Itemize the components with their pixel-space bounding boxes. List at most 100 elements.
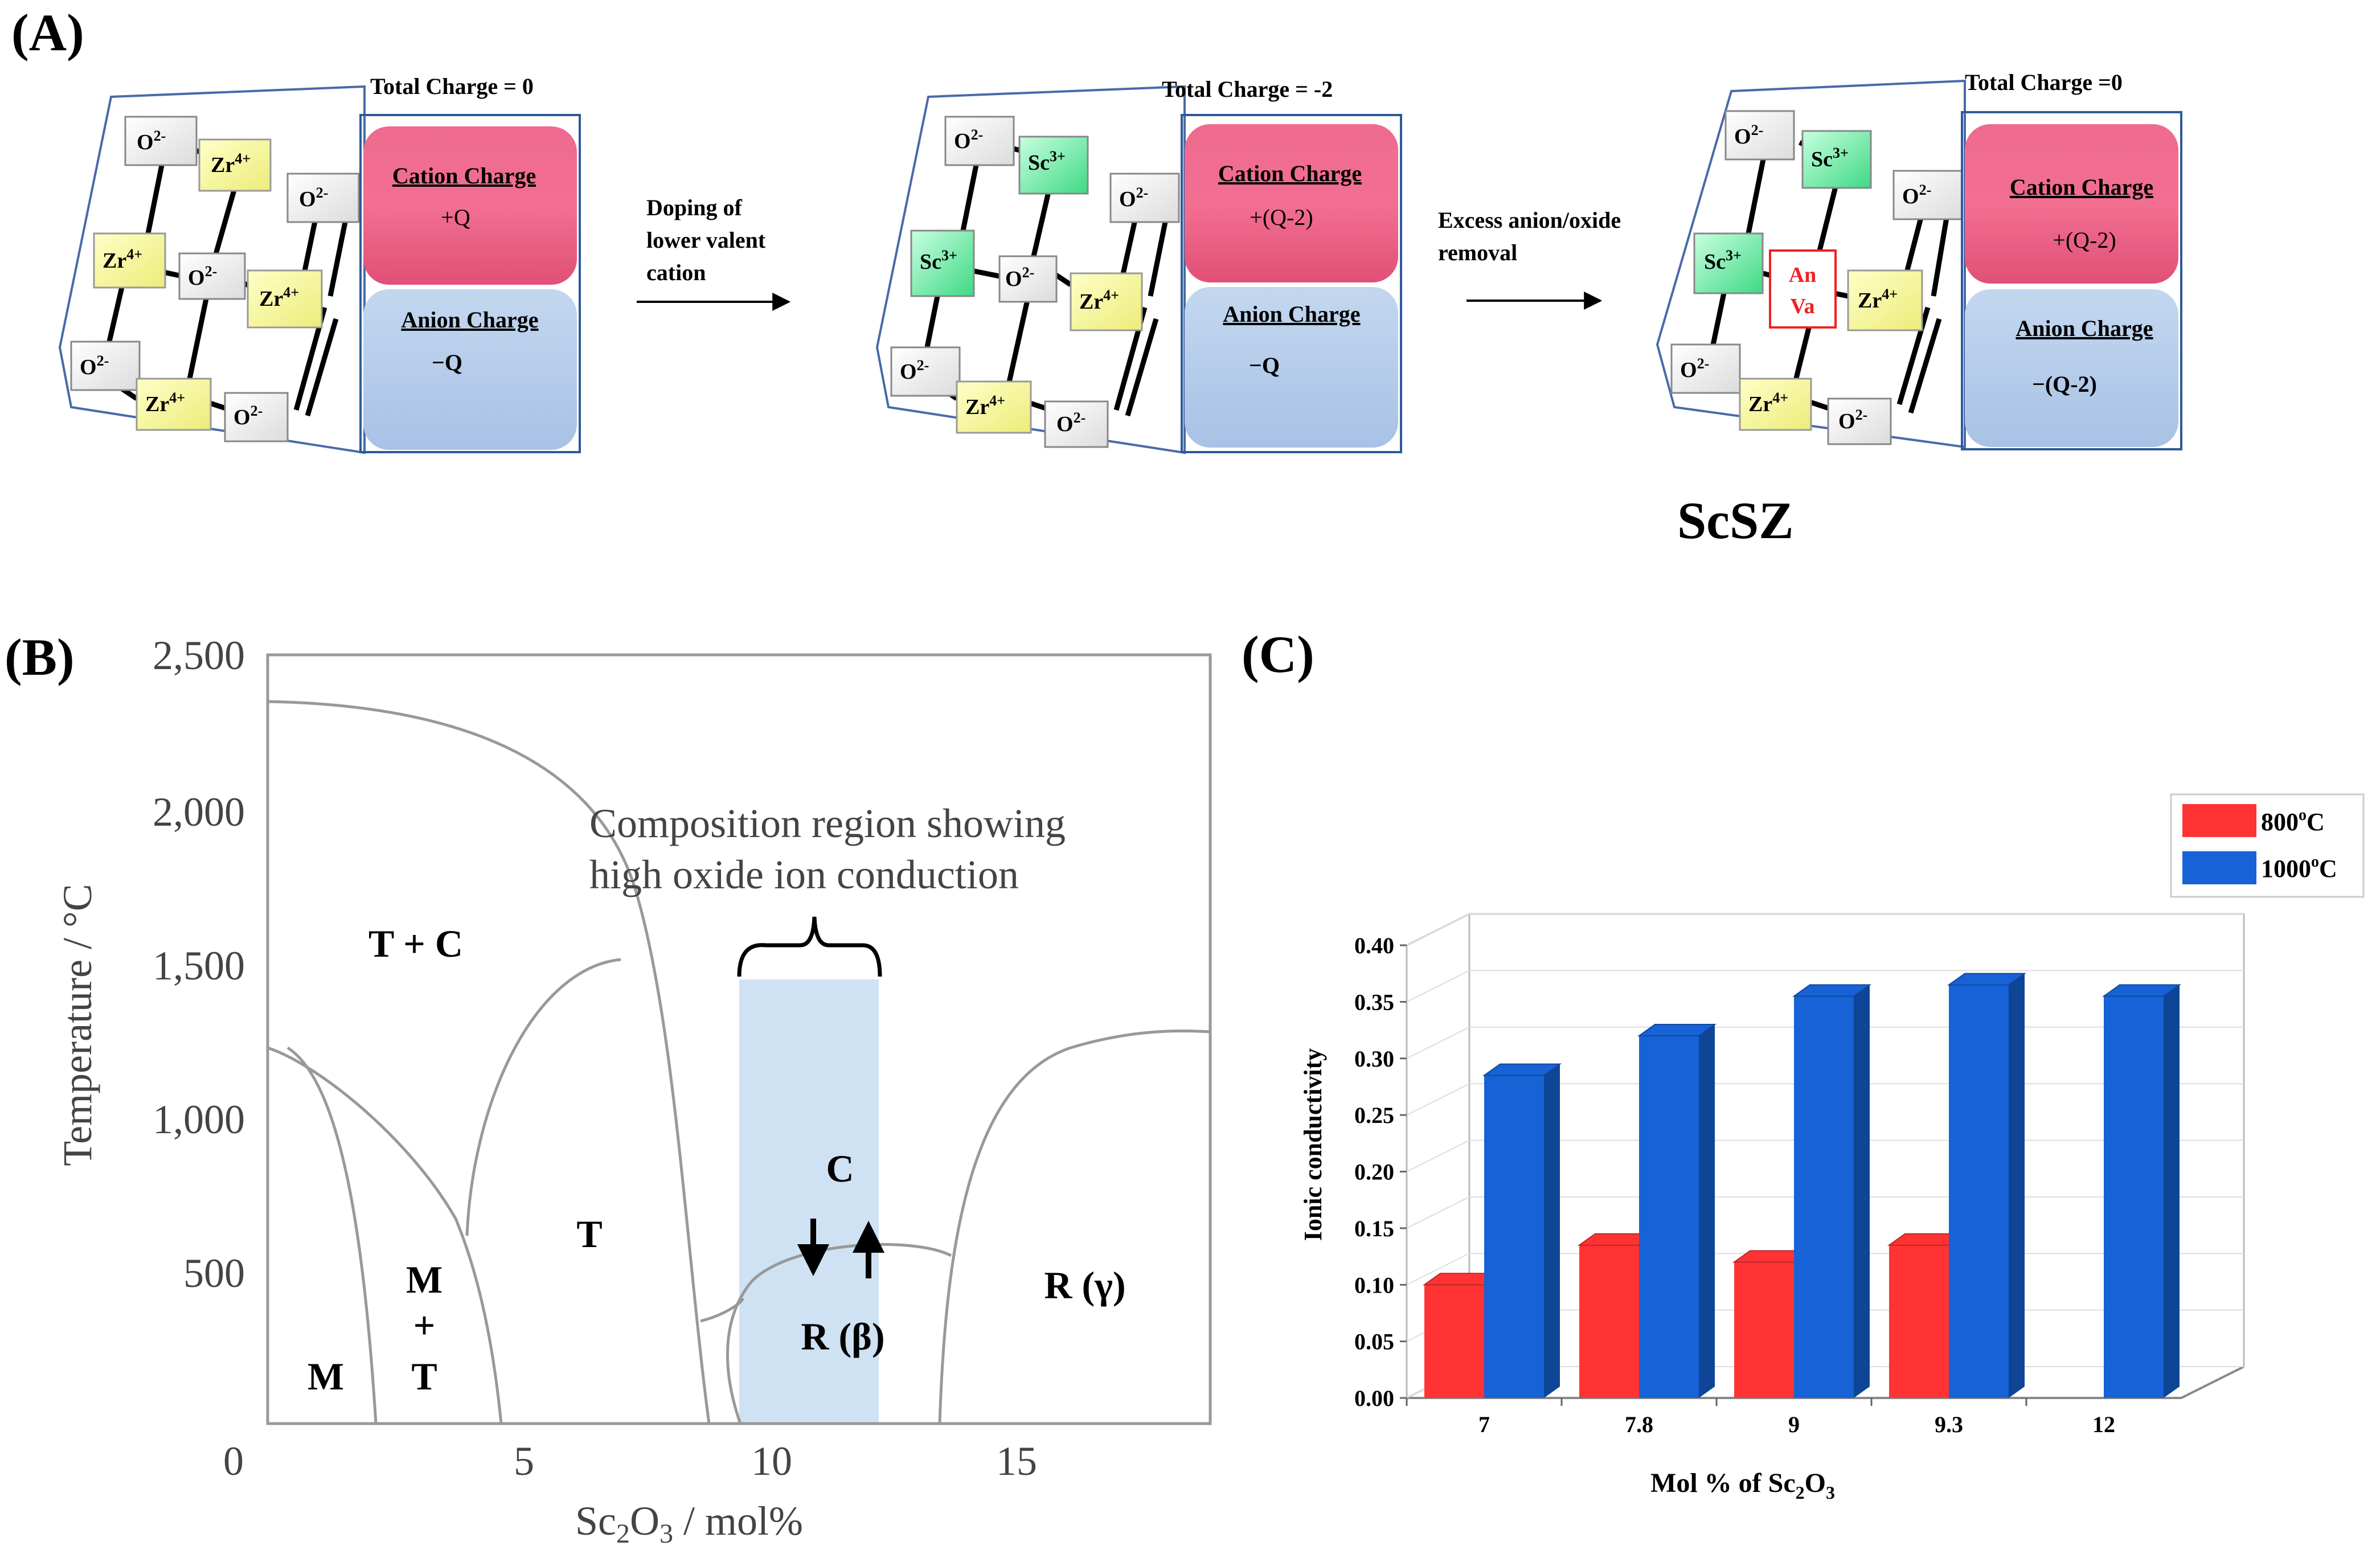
svg-text:Excess anion/oxide: Excess anion/oxide [1438, 207, 1621, 233]
y-tick-label: 0.20 [1354, 1159, 1394, 1185]
total-charge-3: Total Charge =0 [1965, 69, 2123, 95]
anion-charge-value: −Q [432, 350, 462, 375]
panel-b: (B) 2,500 2,000 1,500 1,000 500 0 5 10 1… [5, 628, 1212, 1549]
y-tick-label: 0.40 [1354, 933, 1394, 958]
cation-charge-box [1185, 124, 1398, 282]
svg-text:O2-: O2- [137, 128, 166, 154]
svg-text:Zr4+: Zr4+ [259, 284, 299, 311]
anion-charge-value: −(Q-2) [2032, 371, 2097, 397]
total-charge-1: Total Charge = 0 [370, 73, 534, 99]
lattice-ions: O2- Sc3+ O2- Sc3+ An Va Zr4+ O2- Zr4+ O2… [1670, 110, 1963, 445]
svg-text:500: 500 [183, 1250, 245, 1296]
svg-text:O2-: O2- [1119, 184, 1148, 211]
legend-label-1000: 1000oC [2261, 853, 2337, 883]
svg-text:O2-: O2- [188, 263, 217, 290]
x-tick-label: 12 [2092, 1412, 2115, 1437]
anion-charge-title: Anion Charge [1223, 301, 1360, 327]
svg-text:O2-: O2- [1056, 409, 1085, 436]
cation-charge-value: +(Q-2) [2053, 227, 2116, 253]
cation-charge-title: Cation Charge [392, 163, 536, 188]
cation-charge-title: Cation Charge [1218, 161, 1362, 186]
svg-text:1,500: 1,500 [153, 943, 245, 989]
svg-text:2,000: 2,000 [153, 789, 245, 835]
svg-text:O2-: O2- [1902, 182, 1931, 208]
charge-box-1: Total Charge = 0 Cation Charge +Q Anion … [359, 73, 581, 453]
svg-text:O2-: O2- [234, 403, 263, 429]
svg-text:Zr4+: Zr4+ [1748, 389, 1788, 416]
anion-charge-title: Anion Charge [401, 307, 538, 333]
lattice-ions: O2- Sc3+ O2- Sc3+ O2- Zr4+ O2- Zr4+ O2- [890, 116, 1180, 448]
x-axis-title: Sc2O3 / mol% [575, 1498, 803, 1549]
svg-text:+: + [413, 1303, 436, 1347]
cation-charge-box [363, 126, 577, 285]
bar-front [1734, 1262, 1794, 1398]
panel-b-label: (B) [5, 628, 75, 686]
svg-text:An: An [1789, 263, 1817, 287]
anion-charge-box [1965, 289, 2178, 447]
bar-side [2009, 973, 2025, 1398]
bar-side [2164, 985, 2180, 1398]
svg-text:O2-: O2- [954, 126, 983, 153]
cation-charge-title: Cation Charge [2010, 174, 2153, 200]
lattice-1: O2- Zr4+ O2- Zr4+ O2- Zr4+ O2- Zr4+ O2- [58, 85, 366, 454]
bar-front [1949, 985, 2009, 1398]
bar-top [1482, 1063, 1562, 1076]
lattice-frame [58, 85, 366, 454]
svg-text:R (β): R (β) [801, 1315, 884, 1358]
svg-text:T + C: T + C [368, 922, 463, 965]
y-tick-label: 0.10 [1354, 1272, 1394, 1298]
svg-text:T: T [576, 1212, 602, 1256]
composition-annotation: Composition region showing high oxide io… [589, 801, 1066, 977]
svg-text:O2-: O2- [1838, 407, 1867, 433]
bar-front [1794, 996, 1854, 1398]
cation-charge-value: +Q [441, 204, 470, 230]
svg-text:O2-: O2- [1680, 355, 1709, 382]
bar-front [1639, 1036, 1699, 1398]
lattice-frame [875, 85, 1186, 454]
charge-box-2: Total Charge = -2 Cation Charge +(Q-2) A… [1162, 76, 1402, 453]
svg-text:2,500: 2,500 [153, 633, 245, 678]
panel-a-label: (A) [11, 3, 84, 61]
svg-text:Zr4+: Zr4+ [145, 389, 185, 416]
bar-front [1424, 1285, 1484, 1398]
svg-text:Zr4+: Zr4+ [965, 392, 1005, 419]
y-axis-title: Ionic conductivity [1299, 1048, 1327, 1241]
x-tick-labels: 0 5 10 15 [223, 1438, 1037, 1484]
total-charge-2: Total Charge = -2 [1162, 76, 1333, 102]
svg-text:cation: cation [646, 260, 706, 285]
panel-c: (C) 0.000.050.100.150.200.250.300.350.40… [1242, 625, 2365, 1503]
legend-swatch-800 [2182, 804, 2256, 837]
anion-charge-value: −Q [1249, 352, 1280, 378]
phase-labels: T + C M M + T T C R (β) R (γ) [308, 922, 1126, 1398]
svg-text:O2-: O2- [1734, 122, 1763, 149]
legend-swatch-1000 [2182, 851, 2256, 884]
y-tick-label: 0.15 [1354, 1216, 1394, 1241]
svg-text:Sc3+: Sc3+ [920, 247, 957, 274]
x-tick-label: 7.8 [1625, 1412, 1653, 1437]
svg-text:T: T [411, 1355, 437, 1398]
svg-text:M: M [308, 1355, 344, 1398]
y-tick-label: 0.00 [1354, 1385, 1394, 1411]
anion-vacancy [1769, 249, 1837, 329]
panel-a: (A) O2- [11, 3, 2182, 550]
bar-top [1947, 973, 2027, 986]
bar-side [1699, 1024, 1715, 1398]
anion-charge-title: Anion Charge [2016, 315, 2153, 341]
svg-text:R (γ): R (γ) [1044, 1264, 1125, 1307]
y-tick-labels: 2,500 2,000 1,500 1,000 500 [153, 633, 245, 1296]
svg-text:high oxide ion conduction: high oxide ion conduction [589, 852, 1019, 897]
lattice-ions: O2- Zr4+ O2- Zr4+ O2- Zr4+ O2- Zr4+ O2- [70, 116, 360, 442]
lattice-2: O2- Sc3+ O2- Sc3+ O2- Zr4+ O2- Zr4+ O2- [875, 85, 1186, 454]
legend: 800oC 1000oC [2170, 793, 2365, 898]
svg-text:Sc3+: Sc3+ [1704, 247, 1742, 274]
y-tick-label: 0.25 [1354, 1102, 1394, 1128]
bar-front [1889, 1245, 1949, 1398]
bar-side [1854, 985, 1870, 1398]
x-tick-label: 7 [1478, 1412, 1490, 1437]
svg-text:Sc3+: Sc3+ [1811, 145, 1849, 171]
phase-transition-arrows [797, 1219, 885, 1278]
x-tick-label: 9.3 [1935, 1412, 1963, 1437]
doping-arrow: Doping of lower valent cation [637, 195, 791, 311]
